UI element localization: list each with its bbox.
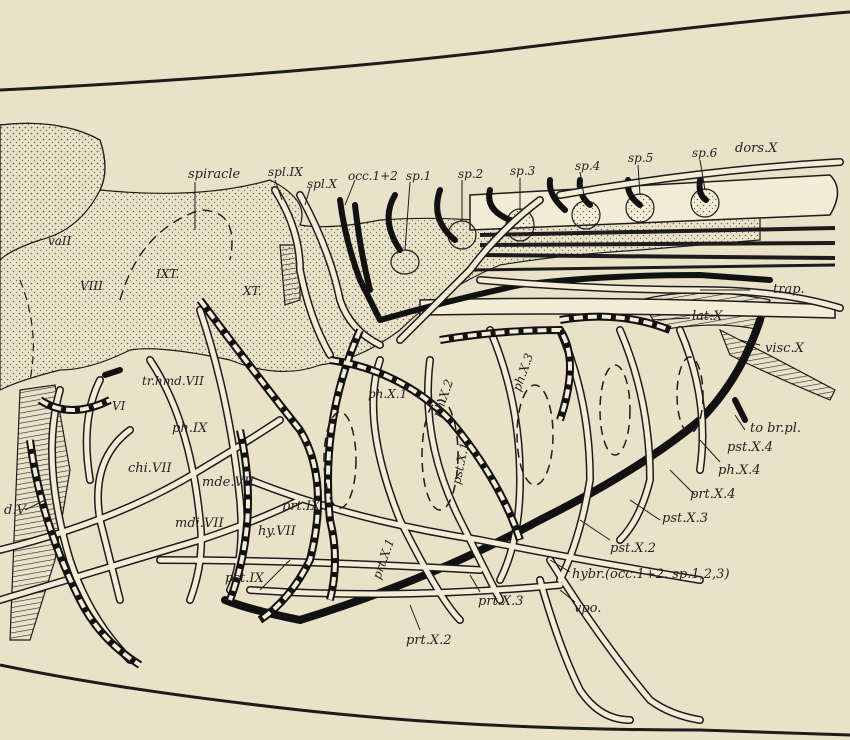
label-dors-x: dors.X [735,141,778,156]
label-chi-vii: chi.VII [128,461,172,476]
label-ph-x4: ph.X.4 [718,463,761,478]
label-mdi-vii: mdi.VII [175,516,224,531]
label-prt-x4: prt.X.4 [690,487,736,502]
label-hybr: hybr.(occ.1+2. sp.1,2,3) [572,567,730,582]
label-pst-x2: pst.X.2 [610,541,656,556]
label-ph-x1: ph.X.1 [368,387,407,401]
label-mde-vii: mde.VII [202,475,255,490]
label-prt-x2: prt.X.2 [406,633,452,648]
label-prt-ix: prt.IX [282,499,321,514]
label-tobr-pl: to br.pl. [750,421,801,436]
label-pst-x4: pst.X.4 [727,440,773,455]
label-ph-ix: ph.IX [172,421,208,436]
label-vi: VI [112,399,126,413]
label-d-v: d.V [4,503,27,518]
label-visc-x: visc.X [765,341,805,356]
label-occ: occ.1+2 [348,169,398,183]
label-spl-ix: spl.IX [268,165,303,179]
label-ixt: IXT. [155,267,179,281]
label-viii: VIII [80,279,103,293]
label-spl-x: spl.X [307,177,337,191]
label-vpo: vpo. [574,601,601,616]
label-sp1: sp.1 [406,169,431,183]
label-prt-x3: prt.X.3 [478,594,524,609]
label-sp3: sp.3 [510,164,536,178]
label-sp4: sp.4 [575,159,600,173]
label-tr-hmd-vii: tr.hmd.VII [142,374,204,388]
label-sp5: sp.5 [628,151,653,165]
label-sp6: sp.6 [692,146,718,160]
label-pst-ix: pst.IX [225,571,264,586]
label-spiracle: spiracle [188,167,241,182]
label-lat-x: lat.X [692,309,723,324]
label-pst-x3: pst.X.3 [662,511,708,526]
label-sp2: sp.2 [458,167,483,181]
label-xt: XT. [242,284,262,298]
label-trap: trap. [773,282,805,297]
label-hy-vii: hy.VII [258,524,297,539]
label-vaii: vaII [48,234,72,248]
